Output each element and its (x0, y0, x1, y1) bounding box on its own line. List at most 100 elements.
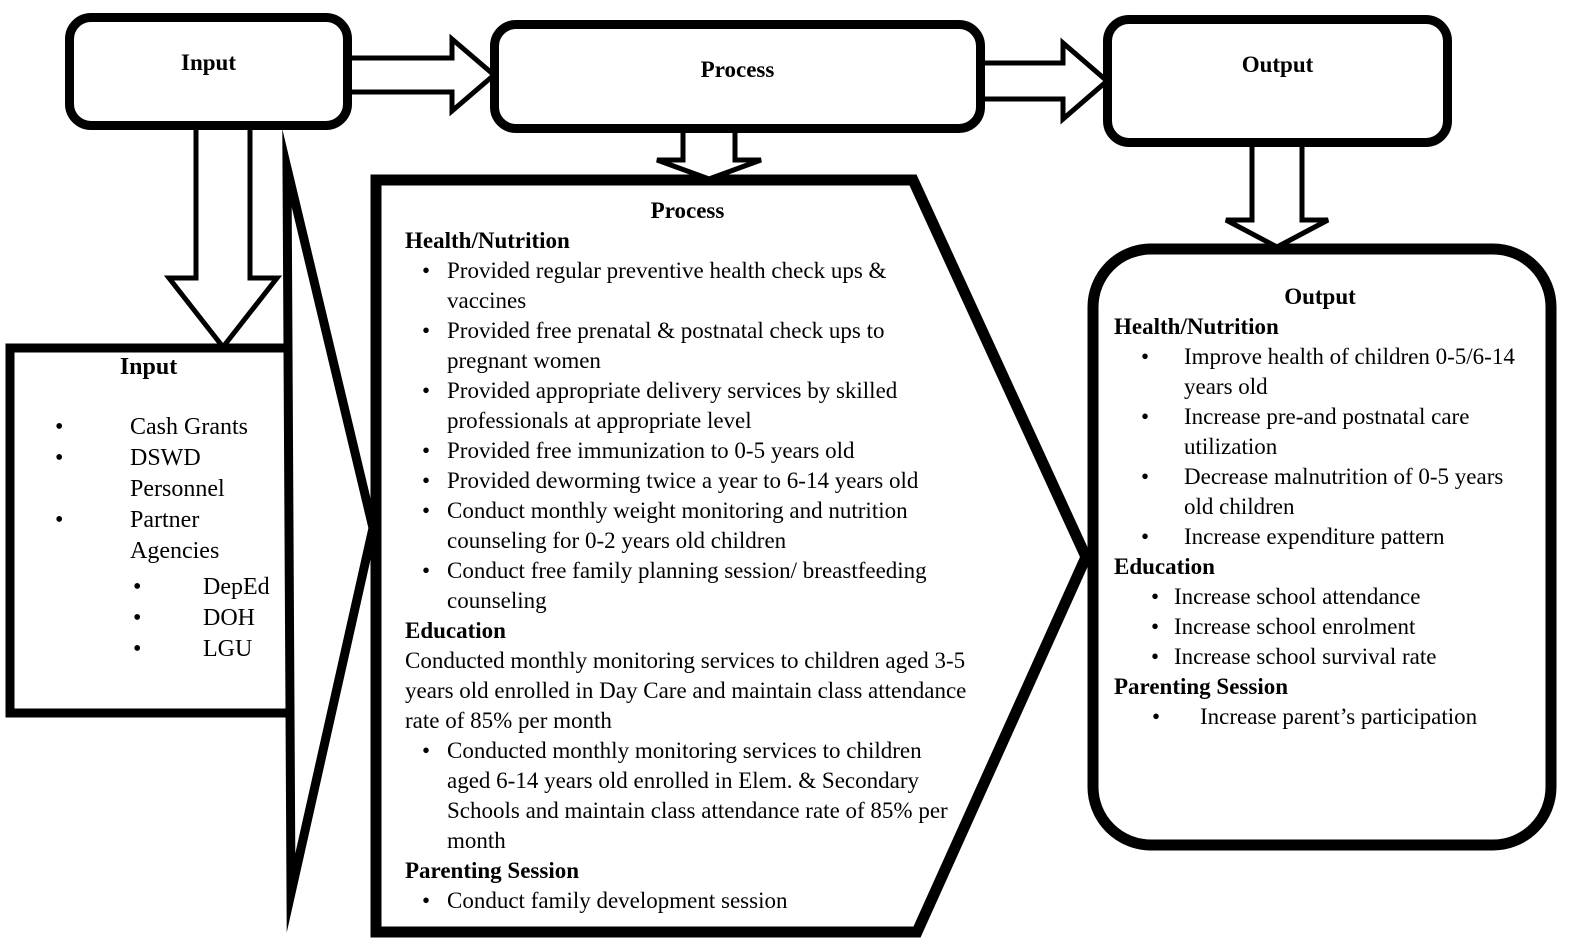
bullet-icon (55, 412, 130, 443)
output-bullet: Improve health of children 0-5/6-14 year… (1184, 344, 1515, 399)
process-bullet: Provided free prenatal & postnatal check… (447, 318, 885, 373)
section-heading: Health/Nutrition (405, 228, 570, 253)
bullet-icon (422, 736, 447, 766)
input-item-label: DSWD Personnel (130, 445, 225, 502)
bullet-icon (1141, 342, 1184, 372)
process-bullet: Provided appropriate delivery services b… (447, 378, 898, 433)
top-process-label: Process (700, 57, 775, 82)
output-health-list: Improve health of children 0-5/6-14 year… (1114, 342, 1526, 552)
output-bullet: Increase pre-and postnatal care utilizat… (1184, 404, 1470, 459)
list-item: Increase pre-and postnatal care utilizat… (1114, 402, 1526, 462)
section-heading: Health/Nutrition (1114, 314, 1279, 339)
bullet-icon (422, 886, 447, 916)
bullet-icon (1141, 522, 1184, 552)
bullet-icon (422, 256, 447, 286)
arrow-process-to-output-icon (978, 37, 1111, 125)
bullet-icon (422, 376, 447, 406)
list-item: Increase school survival rate (1114, 642, 1526, 672)
list-item: Increase parent’s participation (1114, 702, 1526, 732)
list-item: Increase school enrolment (1114, 612, 1526, 642)
list-item: Decrease malnutrition of 0-5 years old c… (1114, 462, 1526, 522)
list-item: Increase expenditure pattern (1114, 522, 1526, 552)
bullet-icon (1151, 612, 1174, 642)
bullet-icon (1141, 402, 1184, 432)
bullet-icon (1151, 582, 1174, 612)
bullet-icon (133, 603, 203, 634)
process-bullet: Conducted monthly monitoring services to… (447, 738, 948, 853)
list-item: DepEd (10, 572, 287, 603)
output-bullet: Increase expenditure pattern (1184, 524, 1445, 549)
list-item: DOH (10, 603, 287, 634)
arrow-output-down-icon (1224, 139, 1330, 250)
process-shape-title: Process (650, 198, 725, 223)
bullet-icon (133, 572, 203, 603)
input-block-arrow-head (282, 128, 378, 933)
top-output-box: Output (1103, 15, 1452, 147)
list-item: Partner Agencies (10, 505, 287, 567)
list-item: Provided free immunization to 0-5 years … (405, 436, 970, 466)
list-item: Cash Grants (10, 412, 287, 443)
list-item: Provided deworming twice a year to 6-14 … (405, 466, 970, 496)
bullet-icon (422, 316, 447, 346)
list-item: LGU (10, 634, 287, 665)
input-subitem-label: DepEd (203, 574, 270, 600)
output-bullet: Increase parent’s participation (1200, 704, 1478, 729)
output-bullet: Increase school survival rate (1174, 644, 1437, 669)
bullet-icon (422, 436, 447, 466)
list-item: Increase school attendance (1114, 582, 1526, 612)
arrow-input-to-process-icon (345, 33, 498, 117)
process-bullet: Conduct free family planning session/ br… (447, 558, 927, 613)
input-item-label: Cash Grants (130, 414, 248, 440)
output-bullet: Increase school enrolment (1174, 614, 1416, 639)
bullet-icon (1152, 702, 1200, 732)
bullet-icon (422, 466, 447, 496)
output-shape-title: Output (1284, 284, 1356, 309)
section-heading: Parenting Session (1114, 674, 1289, 699)
input-list: Cash Grants DSWD Personnel Partner Agenc… (10, 412, 287, 665)
output-education-list: Increase school attendance Increase scho… (1114, 582, 1526, 672)
arrow-input-down-icon (163, 124, 283, 352)
output-rounded-box (1087, 243, 1557, 851)
process-bullet: Provided free immunization to 0-5 years … (447, 438, 855, 463)
list-item: Conduct monthly weight monitoring and nu… (405, 496, 970, 556)
list-item: Improve health of children 0-5/6-14 year… (1114, 342, 1526, 402)
process-bullet: Provided regular preventive health check… (447, 258, 887, 313)
process-health-list: Provided regular preventive health check… (405, 256, 970, 616)
top-output-label: Output (1241, 52, 1314, 77)
section-heading: Parenting Session (405, 858, 580, 883)
bullet-icon (133, 634, 203, 665)
output-bullet: Decrease malnutrition of 0-5 years old c… (1184, 464, 1504, 519)
output-shape-content: Output Health/Nutrition Improve health o… (1114, 282, 1526, 732)
list-item: Provided regular preventive health check… (405, 256, 970, 316)
bullet-icon (1141, 462, 1184, 492)
list-item: DSWD Personnel (10, 443, 287, 505)
list-item: Conduct free family planning session/ br… (405, 556, 970, 616)
bullet-icon (422, 496, 447, 526)
process-bullet: Provided deworming twice a year to 6-14 … (447, 468, 919, 493)
input-subitem-label: LGU (203, 636, 253, 662)
section-heading: Education (1114, 554, 1215, 579)
section-heading: Education (405, 618, 506, 643)
top-input-label: Input (181, 50, 236, 75)
input-item-label: Partner Agencies (130, 507, 220, 564)
process-bullet: Conduct monthly weight monitoring and nu… (447, 498, 908, 553)
bullet-icon (1151, 642, 1174, 672)
top-input-box: Input (65, 13, 352, 130)
top-process-box: Process (490, 20, 985, 133)
arrow-process-down-icon (656, 125, 762, 182)
process-bullet: Conduct family development session (447, 888, 788, 913)
input-shape-title: Input (119, 354, 178, 380)
input-shape-content: Input Cash Grants DSWD Personnel Partner… (10, 352, 287, 665)
bullet-icon (55, 443, 130, 474)
bullet-icon (55, 505, 130, 536)
list-item: Provided appropriate delivery services b… (405, 376, 970, 436)
output-bullet: Increase school attendance (1174, 584, 1421, 609)
process-pentagon (370, 174, 1093, 938)
list-item: Conducted monthly monitoring services to… (405, 736, 970, 856)
process-education-paragraph: Conducted monthly monitoring services to… (405, 648, 967, 733)
output-parenting-list: Increase parent’s participation (1114, 702, 1526, 732)
bullet-icon (422, 556, 447, 586)
list-item: Conduct family development session (405, 886, 970, 916)
